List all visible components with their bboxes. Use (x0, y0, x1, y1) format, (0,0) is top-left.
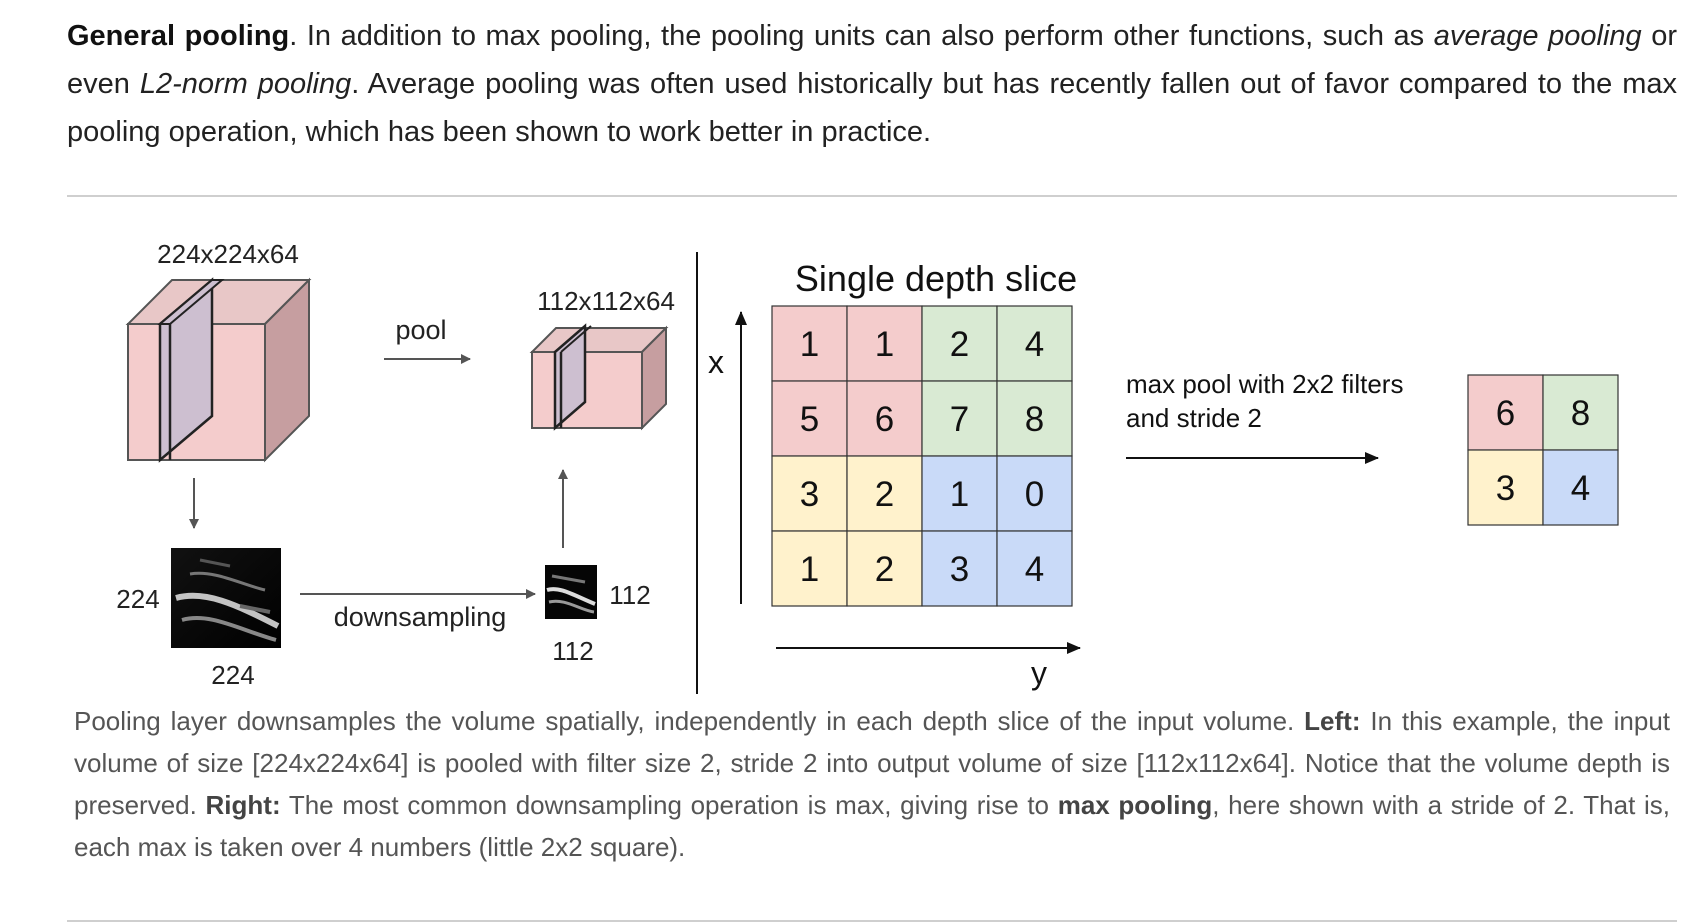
input-grid-value: 8 (1025, 400, 1044, 439)
input-volume (125, 277, 312, 463)
caption-text-2: In this example, the input volume of siz… (74, 706, 1670, 820)
top-divider (67, 195, 1677, 197)
para-text-1: . In addition to max pooling, the poolin… (289, 20, 1434, 52)
output-grid-cell (1542, 449, 1619, 526)
input-grid-cell (771, 305, 848, 382)
caption-right-label: Right: (205, 790, 281, 820)
input-grid-cell (996, 455, 1073, 532)
input-grid-value: 4 (1025, 550, 1044, 589)
l2-norm-pooling-term: L2-norm pooling (139, 68, 352, 100)
output-grid: 6 8 3 4 (1467, 374, 1619, 526)
input-grid-value: 1 (800, 325, 819, 364)
output-width-label: 112 (552, 636, 593, 666)
input-grid-value: 2 (875, 550, 894, 589)
general-pooling-term: General pooling (67, 20, 290, 52)
bottom-divider (67, 920, 1677, 922)
input-grid-value: 7 (950, 400, 969, 439)
input-grid-value: 3 (800, 475, 819, 514)
pool-label: pool (395, 315, 446, 345)
input-grid-cell (921, 530, 998, 607)
input-grid-value: 6 (875, 400, 894, 439)
y-axis-label: y (1031, 655, 1047, 691)
para-text-3: . Average pooling was often used histori… (67, 68, 1677, 148)
input-grid-cell (771, 380, 848, 457)
input-grid-cell (846, 380, 923, 457)
figure-caption: Pooling layer downsamples the volume spa… (74, 700, 1670, 868)
input-feature-map-image (171, 548, 281, 648)
x-axis-label: x (708, 344, 724, 380)
output-dims-label: 112x112x64 (537, 286, 675, 316)
input-grid-value: 1 (800, 550, 819, 589)
average-pooling-term: average pooling (1433, 20, 1642, 52)
intro-paragraph: General pooling. In addition to max pool… (67, 12, 1677, 156)
output-grid-cell (1467, 374, 1544, 451)
input-grid-value: 5 (800, 400, 819, 439)
input-grid-cell (846, 305, 923, 382)
output-grid-value: 4 (1571, 469, 1590, 508)
caption-max-pooling-term: max pooling (1057, 790, 1213, 820)
input-grid-value: 4 (1025, 325, 1044, 364)
input-grid-cell (921, 305, 998, 382)
input-grid-cell (771, 530, 848, 607)
input-grid-value: 3 (950, 550, 969, 589)
caption-text-3: The most common downsampling operation i… (280, 790, 1058, 820)
output-feature-map-image (545, 565, 597, 619)
input-grid-value: 1 (950, 475, 969, 514)
operation-label-line2: and stride 2 (1126, 403, 1262, 433)
downsampling-label: downsampling (334, 602, 507, 632)
output-grid-value: 6 (1496, 394, 1515, 433)
input-grid-value: 0 (1025, 475, 1044, 514)
input-grid-cell (771, 455, 848, 532)
input-grid: 1 1 2 4 5 6 7 8 3 2 1 0 1 2 3 4 (771, 305, 1073, 607)
caption-text-4: , here shown with a stride of 2. That is… (74, 790, 1670, 862)
output-grid-value: 8 (1571, 394, 1590, 433)
output-grid-cell (1542, 374, 1619, 451)
input-grid-cell (996, 530, 1073, 607)
output-height-label: 112 (609, 580, 650, 610)
input-dims-label: 224x224x64 (157, 239, 299, 269)
caption-left-label: Left: (1304, 706, 1361, 736)
para-text-2: or even (67, 20, 1678, 100)
output-grid-cell (1467, 449, 1544, 526)
caption-text-1: Pooling layer downsamples the volume spa… (74, 706, 1305, 736)
input-width-label: 224 (211, 660, 254, 690)
input-grid-value: 2 (950, 325, 969, 364)
input-grid-value: 1 (875, 325, 894, 364)
input-grid-cell (996, 380, 1073, 457)
input-grid-cell (921, 455, 998, 532)
input-height-label: 224 (116, 584, 159, 614)
single-depth-slice-title: Single depth slice (795, 258, 1077, 299)
input-grid-value: 2 (875, 475, 894, 514)
output-volume (529, 323, 669, 431)
operation-label-line1: max pool with 2x2 filters (1126, 369, 1403, 399)
input-grid-cell (996, 305, 1073, 382)
output-grid-value: 3 (1496, 469, 1515, 508)
